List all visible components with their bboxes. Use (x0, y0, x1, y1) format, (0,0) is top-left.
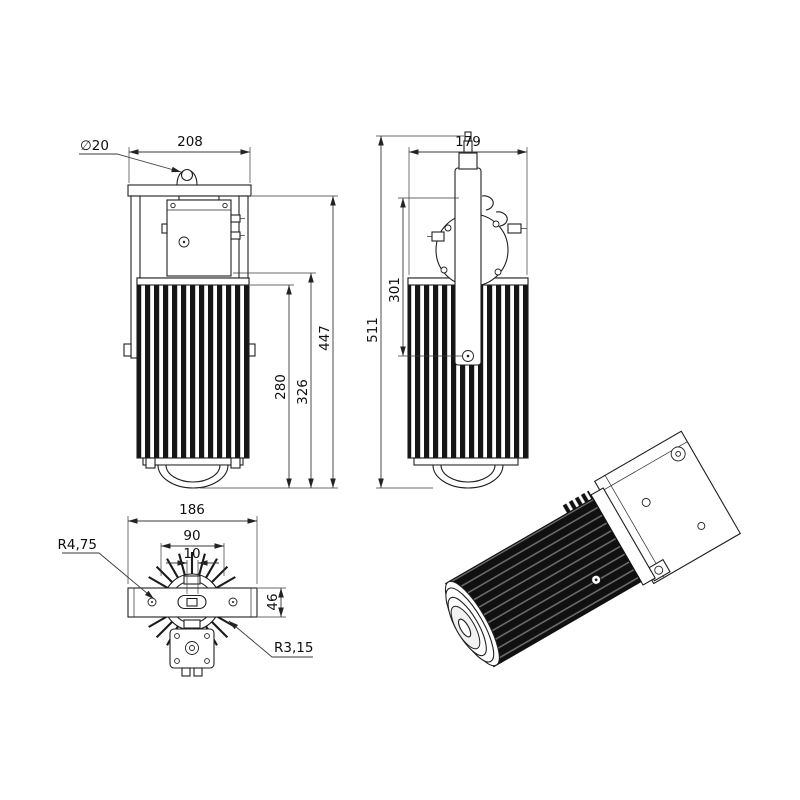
dim-label-179: 179 (455, 134, 481, 150)
heatsink-fin (148, 615, 169, 628)
screw (204, 658, 210, 664)
core-detail-bottom (183, 619, 201, 629)
eyelet-hole (180, 168, 194, 182)
clip-hook (481, 195, 494, 211)
center-slot (177, 594, 207, 610)
mounting-arm (454, 167, 482, 366)
bottom-tab (230, 457, 241, 469)
junction-box (166, 199, 232, 277)
iso-lens-center (457, 618, 472, 638)
dim-front-heights: 280 326 447 (200, 195, 338, 489)
dim-side-arm-height: 301 (387, 197, 462, 357)
heatsink-fin (166, 558, 179, 579)
bottom-plate (142, 457, 244, 466)
slot-detail (186, 597, 198, 607)
callout-r315: R3,15 (228, 620, 313, 658)
connector-stub-left (431, 231, 445, 242)
connector-stub (230, 231, 241, 240)
dim-bottom-bar-height: 46 (258, 587, 286, 618)
heatsink-fin (155, 565, 173, 583)
screw (440, 266, 448, 274)
bottom-plate (413, 457, 519, 466)
box-step (178, 195, 220, 201)
bracket-flange-left (130, 195, 141, 359)
dim-label-r315: R3,15 (274, 640, 313, 656)
heatsink-fin (155, 621, 173, 639)
lens-dome (157, 464, 229, 489)
dim-bottom-width: 186 (127, 502, 258, 584)
screw (204, 633, 210, 639)
heatsink-fin (211, 621, 229, 639)
dim-label-326: 326 (295, 379, 311, 405)
foot-tab (193, 667, 203, 677)
dim-label-46: 46 (265, 593, 281, 610)
heatsink-cap (136, 277, 250, 286)
heatsink-body (136, 277, 250, 459)
cable-gland (458, 152, 478, 170)
box-tab-left (161, 223, 168, 234)
screw (697, 522, 706, 530)
heatsink-fin (205, 558, 218, 579)
connector-stub (230, 214, 241, 223)
front-view: 208 ∅20 280 326 447 (79, 134, 338, 489)
dim-side-total-height: 511 (365, 135, 464, 489)
screw (641, 497, 651, 507)
dim-label-511: 511 (365, 317, 381, 343)
dim-label-447: 447 (317, 325, 333, 351)
screw (170, 202, 176, 209)
screw (494, 268, 502, 276)
clip-hook (495, 211, 508, 227)
heatsink-fin (148, 576, 169, 589)
lens-dome-inner (165, 464, 221, 483)
dim-front-width: 208 (128, 134, 251, 183)
screw (222, 202, 228, 209)
dim-bottom-inner-width: 90 (160, 528, 225, 576)
dim-label-10: 10 (183, 546, 200, 562)
iso-fin-teeth (560, 490, 594, 515)
lens-dome-inner (440, 464, 496, 483)
heatsink-fin (215, 576, 236, 589)
bottom-view: 186 90 10 R4,75 R3,15 (58, 502, 313, 677)
dim-label-301: 301 (387, 277, 403, 303)
dim-bottom-slot-width: 10 (166, 546, 219, 594)
lens-dome (432, 464, 504, 489)
core-detail-top (183, 575, 201, 585)
callout-hole-diameter: ∅20 (79, 138, 182, 173)
side-view: 179 511 301 (365, 131, 529, 489)
dim-side-width: 179 (408, 134, 528, 275)
dim-label-280: 280 (273, 374, 289, 400)
bottom-tab (145, 457, 156, 469)
heatsink-fin (211, 565, 229, 583)
dim-label-r475: R4,75 (58, 537, 97, 553)
mounting-plate (127, 184, 252, 197)
screw (174, 633, 180, 639)
dim-label-90: 90 (183, 528, 200, 544)
dim-label-208: 208 (177, 134, 203, 150)
foot-tab (181, 667, 191, 677)
connector-stub-right (507, 223, 522, 234)
flange-tab-left (123, 343, 132, 357)
dim-label-hole: ∅20 (80, 138, 109, 154)
screw (174, 658, 180, 664)
dim-label-186: 186 (179, 502, 205, 518)
screw (444, 224, 452, 232)
callout-r475: R4,75 (58, 537, 155, 600)
iso-view (444, 430, 742, 668)
cable-tip (464, 131, 472, 142)
screw (492, 220, 500, 228)
